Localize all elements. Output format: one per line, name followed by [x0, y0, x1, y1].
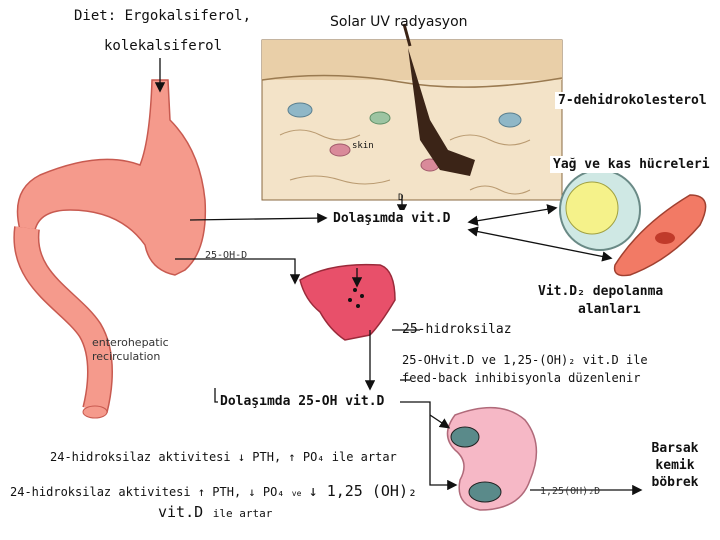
- d-label: D: [398, 193, 404, 203]
- target-organs: Barsak kemik böbrek: [640, 440, 710, 491]
- pathway-arrows: [154, 58, 643, 496]
- activity-decrease-ve: ve: [291, 489, 302, 498]
- activity-increase-text: 24-hidroksilaz aktivitesi ↓ PTH, ↑ PO₄ i…: [50, 450, 397, 464]
- diet-label-line2: kolekalsiferol: [104, 38, 223, 54]
- circulation-25oh-label: Dolaşımda 25-OH vit.D: [218, 394, 387, 409]
- activity-decrease-text: 24-hidroksilaz aktivitesi ↑ PTH, ↓ PO₄ v…: [10, 482, 417, 500]
- dehydrocholesterol-label: 7-dehidrokolesterol: [555, 92, 710, 109]
- activity-decrease-ile-artar: ile artar: [212, 507, 273, 520]
- diet-label-line1: Diet: Ergokalsiferol,: [74, 8, 252, 24]
- circulation-vitd-label: Dolaşımda vit.D: [330, 210, 454, 227]
- activity-decrease-vitd: vit.D: [158, 503, 204, 521]
- fat-muscle-label: Yağ ve kas hücreleri: [550, 156, 713, 173]
- kidney: [446, 406, 538, 511]
- target-organ-kidney: böbrek: [651, 475, 699, 490]
- enterohepatic-line2: recirculation: [92, 350, 161, 363]
- activity-decrease-part-a: 24-hidroksilaz aktivitesi ↑ PTH, ↓ PO₄: [10, 485, 285, 499]
- stomach: [16, 79, 207, 276]
- liver: [299, 263, 396, 341]
- activity-decrease-part-b: ↓ 1,25 (OH)₂: [308, 482, 418, 500]
- hydroxylase-25-label: 25-hidroksilaz: [402, 322, 512, 337]
- solar-uv-label: Solar UV radyasyon: [330, 14, 468, 30]
- hair-follicle: [402, 23, 475, 176]
- activity-decrease-text-line2: vit.D ile artar: [158, 502, 272, 521]
- storage-label-line2: alanları: [578, 302, 641, 317]
- target-organ-intestine: Barsak: [651, 441, 699, 456]
- intestine: [13, 226, 113, 419]
- skin-label: skin: [352, 141, 374, 151]
- oh-25-d-label: 25-OH-D: [205, 250, 248, 261]
- muscle-cell: [613, 194, 707, 277]
- kidney-output-label: 1,25(OH)₂D: [540, 486, 601, 497]
- regulation-line2: feed-back inhibisyonla düzenlenir: [402, 371, 641, 385]
- enterohepatic-line1: enterohepatic: [92, 336, 169, 349]
- target-organ-bone: kemik: [655, 458, 695, 473]
- fat-cell: [559, 169, 641, 251]
- regulation-line1: 25-OHvit.D ve 1,25-(OH)₂ vit.D ile: [402, 353, 648, 367]
- storage-label-line1: Vit.D₂ depolanma: [538, 284, 664, 299]
